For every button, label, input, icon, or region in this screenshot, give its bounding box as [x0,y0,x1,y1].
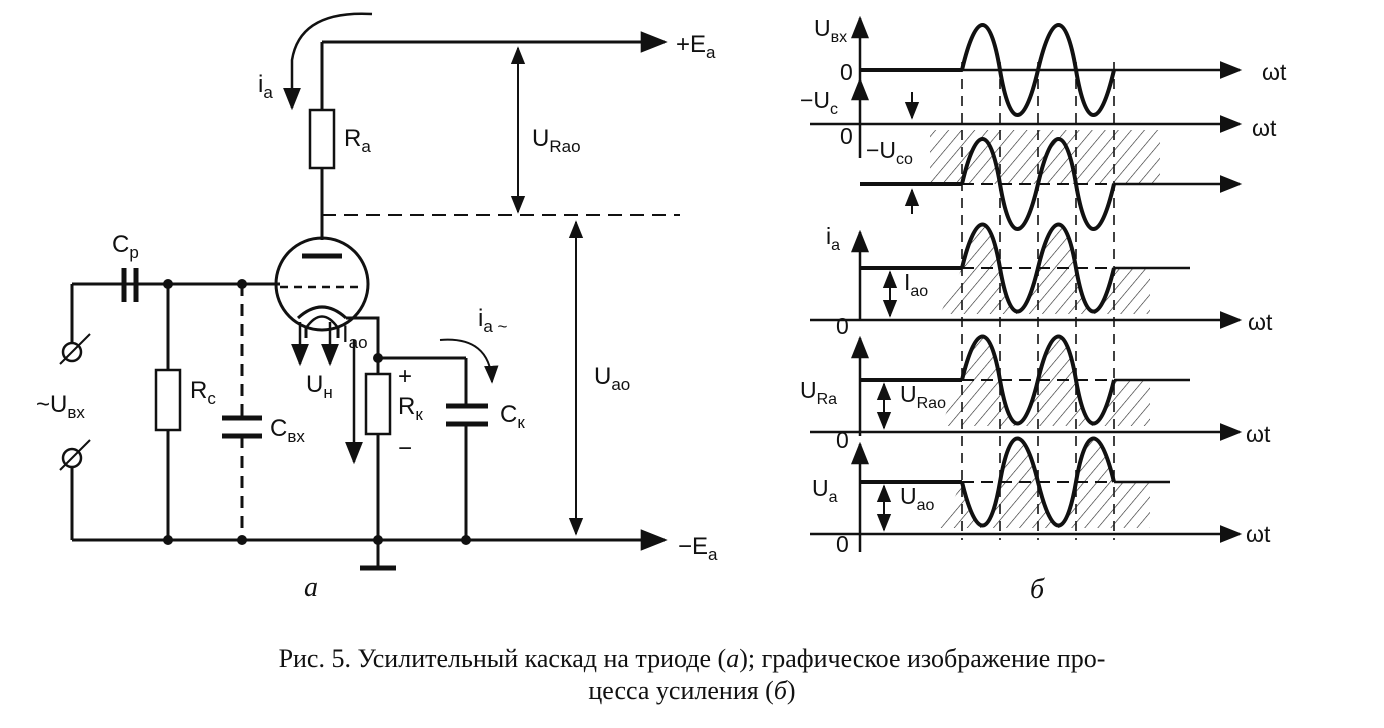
label-ea-plus: +Ea [676,31,716,62]
graph-wt-2: ωt [1252,115,1277,141]
graph-label-uvx: Uвх [814,15,847,46]
input-terminal-top [61,341,83,363]
label-un: Uн [306,371,333,402]
graph-label-uco: −Uco [866,137,913,168]
graph-wt-4: ωt [1246,421,1271,447]
label-ea-minus: −Ea [678,533,718,564]
heater [304,315,340,329]
resistor-rc [154,368,182,432]
label-ck: Cк [500,401,525,432]
label-rk: Rк [398,393,423,424]
anode-current-arrow [283,12,373,111]
graph-wt-1: ωt [1262,59,1287,85]
label-rc: Rc [190,377,216,408]
graph-wt-5: ωt [1246,521,1271,547]
label-urao: URao [532,125,581,156]
label-uvx: ~Uвх [36,391,85,422]
graph-zero-1: 0 [840,59,853,85]
graph-label-uc: −Uc [800,87,838,118]
graph-label-urao: URao [900,381,946,412]
label-iao: Iao [342,321,368,352]
graph-label-ura: URa [800,377,837,408]
figure-5-diagram: ia +Ea Ra URao Cp Rc Cвх ~Uвх Uн Iao Rк … [36,12,1287,605]
graph-wt-3: ωt [1248,309,1273,335]
hatch-ia [940,224,1150,314]
panel-label-b: б [1030,574,1045,605]
hatch-ura [940,336,1150,426]
ac-current-arrow [439,338,499,384]
circuit-labels: ia +Ea Ra URao Cp Rc Cвх ~Uвх Uн Iao Rк … [36,31,718,603]
hatch-ua [940,438,1150,528]
label-minus: − [398,435,412,462]
waveform-graphs [810,15,1243,552]
graph-zero-2: 0 [840,123,853,149]
graph-labels: Uвх 0 ωt −Uc 0 ωt −Uco ia Iao 0 ωt URa U… [800,15,1287,605]
graph-zero-5: 0 [836,531,849,557]
label-cvx: Cвх [270,415,305,446]
cathode [296,305,348,320]
graph-label-iao: Iao [904,269,928,300]
amplifier-circuit [59,12,680,571]
graph-label-uao: Uao [900,483,935,514]
label-ia-ac: ia ~ [478,305,508,336]
graph-zero-4: 0 [836,427,849,453]
figure-caption-line-2: цесса усиления (б) [588,676,796,705]
label-plus: + [398,363,412,390]
panel-label-a: а [304,572,318,603]
figure-caption-line-1: Рис. 5. Усилительный каскад на триоде (а… [278,644,1106,673]
label-ia: ia [258,71,273,102]
label-cp: Cp [112,231,139,262]
label-ra: Ra [344,125,371,156]
graph-label-ia: ia [826,223,840,254]
resistor-rk [364,372,392,436]
resistor-ra [308,108,336,170]
graph-zero-3: 0 [836,313,849,339]
graph-label-ua: Ua [812,475,838,506]
label-uao: Uao [594,363,630,394]
